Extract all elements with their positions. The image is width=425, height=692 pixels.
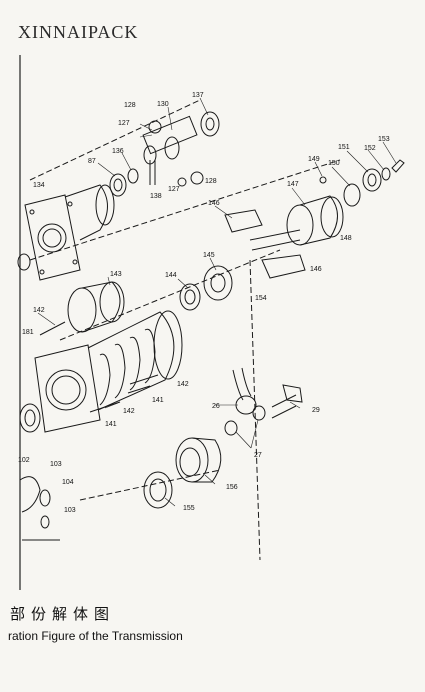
part-label-127: 127 <box>168 186 180 193</box>
bolt <box>39 321 66 336</box>
figure-title-chinese: 部份解体图 <box>10 605 116 623</box>
nut-156 <box>175 437 222 483</box>
part-label-145: 145 <box>203 252 215 259</box>
part-label-136: 136 <box>112 148 124 155</box>
flange-145 <box>203 265 233 301</box>
gear-150 <box>343 183 361 207</box>
part-104 <box>39 489 51 507</box>
part-label-128: 128 <box>205 178 217 185</box>
part-label-134: 134 <box>33 182 45 189</box>
part-label-146: 146 <box>208 200 220 207</box>
ring-136 <box>127 168 139 184</box>
part-label-29: 29 <box>312 407 320 414</box>
ring-127b <box>177 177 187 187</box>
part-label-127: 127 <box>118 120 130 127</box>
part-label-138: 138 <box>150 193 162 200</box>
part-label-181: 181 <box>22 329 34 336</box>
sleeve-147 <box>286 195 344 246</box>
bolt <box>129 374 159 385</box>
washer-152 <box>381 167 391 181</box>
part-label-143: 143 <box>110 271 122 278</box>
part-label-141: 141 <box>105 421 117 428</box>
part-label-102: 102 <box>18 457 30 464</box>
watermark: XINNAIPACK <box>18 22 139 42</box>
bolt <box>89 401 121 413</box>
part-label-128: 128 <box>124 102 136 109</box>
fork-146 <box>224 209 306 279</box>
part-label-26: 26 <box>212 403 220 410</box>
pin-153 <box>391 159 405 173</box>
bolt-29 <box>271 384 303 419</box>
part-label-144: 144 <box>165 272 177 279</box>
part-label-103: 103 <box>50 461 62 468</box>
bolt <box>127 385 151 394</box>
axis-line <box>59 249 281 341</box>
seal-ring <box>17 253 31 271</box>
part-label-155: 155 <box>183 505 195 512</box>
washer-27b <box>252 405 266 421</box>
bearing-87 <box>109 173 127 197</box>
seal-ring <box>19 403 41 433</box>
part-103 <box>40 515 50 529</box>
axis-line <box>29 159 341 261</box>
part-label-148: 148 <box>340 235 352 242</box>
part-label-156: 156 <box>226 484 238 491</box>
fitting-26 <box>232 367 257 415</box>
part-label-130: 130 <box>157 101 169 108</box>
part-label-27: 27 <box>254 452 262 459</box>
axis-line <box>79 469 221 501</box>
part-label-104: 104 <box>62 479 74 486</box>
part-label-152: 152 <box>364 145 376 152</box>
part-label-146: 146 <box>310 266 322 273</box>
shaft-130 <box>142 115 198 185</box>
part-label-149: 149 <box>308 156 320 163</box>
ring-149 <box>319 176 327 184</box>
axis-line <box>29 99 201 181</box>
figure-title-english: ration Figure of the Transmission <box>8 629 183 643</box>
axis-line <box>249 259 261 561</box>
part-label-142: 142 <box>177 381 189 388</box>
seal-155 <box>143 471 173 509</box>
part-label-137: 137 <box>192 92 204 99</box>
bearing-137 <box>200 111 220 137</box>
part-label-142: 142 <box>123 408 135 415</box>
housing-134 <box>24 184 115 281</box>
part-label-142: 142 <box>33 307 45 314</box>
seal-ring <box>24 409 36 427</box>
part-label-150: 150 <box>328 160 340 167</box>
part-label-153: 153 <box>378 136 390 143</box>
part-label-154: 154 <box>255 295 267 302</box>
main-housing <box>34 310 183 433</box>
part-label-103: 103 <box>64 507 76 514</box>
part-label-147: 147 <box>287 181 299 188</box>
bearing-151 <box>362 168 382 192</box>
part-label-87: 87 <box>88 158 96 165</box>
gear-128b <box>190 171 204 185</box>
sleeve-143 <box>67 281 125 333</box>
washer-27a <box>224 420 238 436</box>
gear-128a <box>148 120 162 134</box>
part-102 <box>19 476 41 513</box>
part-label-151: 151 <box>338 144 350 151</box>
part-label-141: 141 <box>152 397 164 404</box>
bearing-144 <box>179 283 201 311</box>
